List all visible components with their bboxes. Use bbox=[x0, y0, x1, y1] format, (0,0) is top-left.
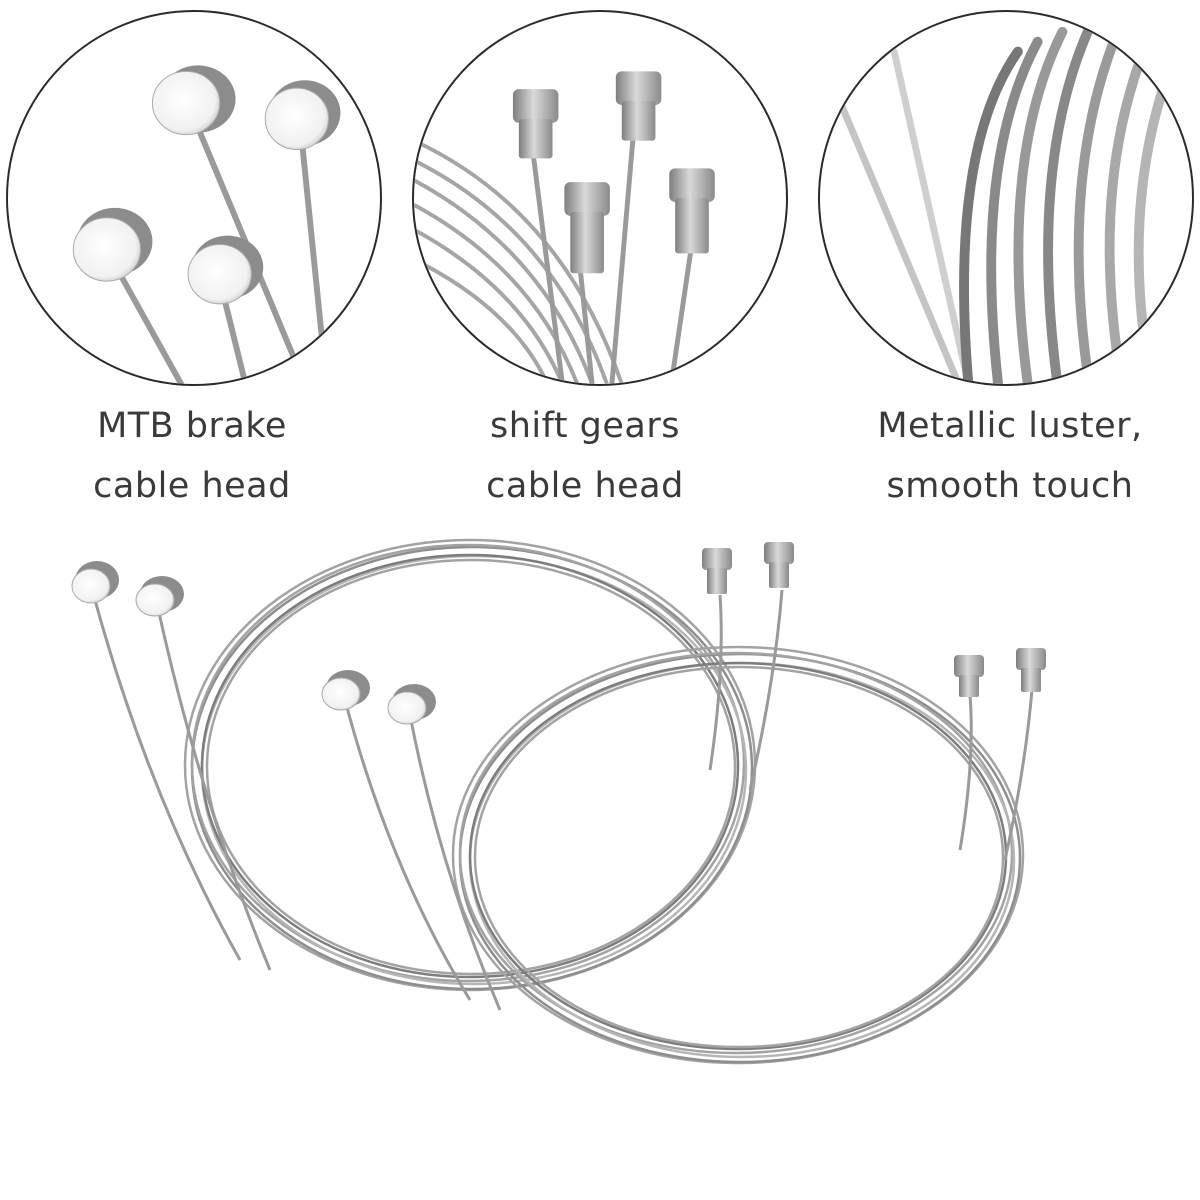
cable-strand bbox=[577, 268, 595, 384]
cable-strand bbox=[748, 589, 784, 791]
cable-strands-closeup bbox=[818, 10, 1194, 386]
cable-strand bbox=[1073, 16, 1127, 384]
shift-barrel-head bbox=[669, 168, 715, 254]
brake-disc-head bbox=[321, 670, 370, 711]
cable-coil bbox=[414, 158, 609, 384]
coiled-cables-photo bbox=[71, 538, 1046, 1065]
caption-line: MTB brake bbox=[97, 406, 287, 446]
brake-disc-head bbox=[71, 561, 119, 604]
caption-line: Metallic luster, bbox=[877, 406, 1143, 446]
shift-barrel-head bbox=[702, 548, 732, 594]
cable-strand bbox=[986, 36, 1043, 384]
cable-strands-icon bbox=[836, 16, 1182, 384]
brake-disc-head bbox=[187, 235, 264, 305]
cable-strand bbox=[343, 699, 472, 1001]
cable-coil-left bbox=[183, 538, 757, 992]
cable-strand bbox=[958, 694, 973, 851]
shift-head-closeup bbox=[412, 10, 788, 386]
cable-strand bbox=[408, 714, 502, 1011]
cable-coil bbox=[414, 227, 565, 384]
cable-coil bbox=[414, 257, 550, 384]
cable-strand bbox=[836, 97, 962, 384]
cable-strand bbox=[93, 599, 242, 961]
cable-strand bbox=[296, 117, 330, 384]
cable-coil bbox=[414, 138, 624, 384]
cable-coil-right bbox=[451, 645, 1025, 1065]
cable-strand bbox=[609, 130, 637, 384]
cable-strand bbox=[708, 594, 723, 771]
caption-line: cable head bbox=[486, 466, 684, 506]
brake-disc-head bbox=[135, 576, 184, 617]
shift-barrel-head bbox=[564, 182, 610, 274]
shift-barrel-head bbox=[764, 542, 794, 588]
shift-barrel-head bbox=[954, 655, 984, 697]
cable-coil bbox=[414, 178, 594, 384]
cable-strand bbox=[890, 48, 972, 384]
brake-disc-head bbox=[151, 65, 236, 136]
cable-strand bbox=[1043, 16, 1098, 384]
shift-barrel-head bbox=[1016, 648, 1046, 692]
cable-strand bbox=[668, 249, 694, 384]
brake-disc-head bbox=[264, 80, 341, 151]
cable-strand bbox=[1104, 26, 1157, 384]
cable-coil bbox=[414, 203, 580, 384]
cable-strand bbox=[1133, 46, 1182, 384]
cable-strand bbox=[959, 46, 1023, 384]
caption-luster: Metallic luster, smooth touch bbox=[810, 396, 1200, 516]
cable-strand bbox=[108, 256, 185, 384]
brake-disc-head bbox=[387, 684, 436, 725]
brake-disc-head bbox=[72, 207, 153, 282]
cable-strand bbox=[530, 150, 565, 384]
caption-line: shift gears bbox=[489, 406, 681, 446]
shift-barrel-head bbox=[615, 71, 662, 141]
cable-strand bbox=[156, 607, 272, 971]
cable-strand bbox=[1013, 26, 1068, 384]
caption-line: cable head bbox=[93, 466, 291, 506]
caption-brake: MTB brake cable head bbox=[0, 396, 392, 516]
brake-head-closeup bbox=[6, 10, 382, 386]
brake-cable-head-icon bbox=[72, 65, 341, 384]
shift-barrel-head bbox=[512, 89, 559, 159]
cable-strand bbox=[1003, 689, 1034, 861]
caption-line: smooth touch bbox=[886, 466, 1134, 506]
shift-cable-head-icon bbox=[414, 71, 715, 384]
caption-shift: shift gears cable head bbox=[385, 396, 785, 516]
